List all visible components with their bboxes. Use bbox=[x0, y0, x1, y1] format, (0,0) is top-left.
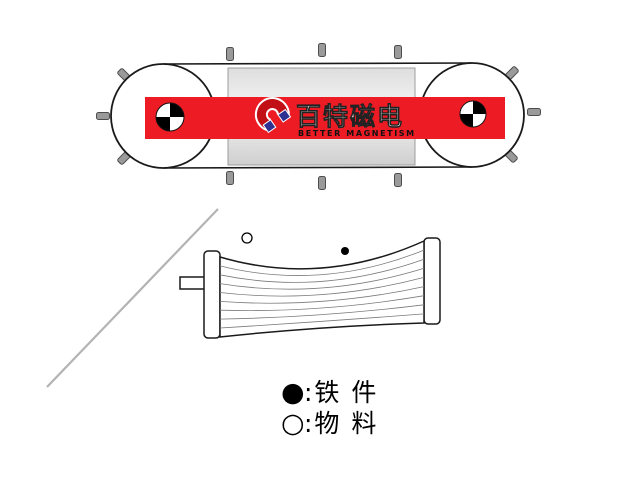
cleat-tab bbox=[96, 112, 110, 120]
cleat-tab bbox=[318, 176, 326, 190]
legend-item: ○ :物 料 bbox=[281, 408, 378, 439]
belt-top-line bbox=[162, 62, 473, 65]
cleat-tab bbox=[226, 171, 234, 185]
roller-right-flange bbox=[423, 237, 441, 325]
iron-dot bbox=[341, 247, 349, 255]
cleat-tab bbox=[527, 108, 541, 116]
roller-slat-line bbox=[219, 286, 425, 304]
roller-slat-line bbox=[219, 249, 425, 276]
chute-line bbox=[46, 208, 219, 388]
roller-slat-line bbox=[219, 295, 425, 311]
cleat-tab bbox=[394, 173, 402, 187]
legend-label-iron: :铁 件 bbox=[304, 378, 378, 407]
cleat-tab bbox=[318, 43, 326, 57]
brand-name: 百特磁电 bbox=[296, 102, 404, 131]
registration-mark-left bbox=[155, 102, 185, 132]
legend: ● :铁 件 ○ :物 料 bbox=[281, 377, 378, 439]
roller-left-flange bbox=[203, 250, 221, 339]
legend-symbol-iron: ● bbox=[281, 377, 305, 408]
cleat-tab bbox=[394, 45, 402, 59]
registration-mark-right bbox=[459, 100, 487, 128]
brand-logo: 百特磁电 BETTER MAGNETISM bbox=[254, 97, 416, 138]
cleat-tab bbox=[226, 47, 234, 61]
roller-slat-line bbox=[219, 304, 425, 320]
roller-slat-line bbox=[219, 258, 425, 283]
legend-label-material: :物 料 bbox=[304, 409, 378, 438]
legend-item: ● :铁 件 bbox=[281, 377, 378, 408]
roller-assembly bbox=[179, 232, 441, 339]
material-dot bbox=[241, 232, 253, 244]
belt-bottom-line bbox=[162, 166, 473, 169]
roller-shaft bbox=[179, 276, 206, 290]
roller-slat-line bbox=[219, 277, 425, 297]
roller-body bbox=[219, 239, 425, 338]
brand-banner bbox=[145, 97, 505, 139]
brand-tagline: BETTER MAGNETISM bbox=[298, 129, 416, 138]
conveyor-assembly: 百特磁电 BETTER MAGNETISM bbox=[96, 43, 541, 190]
magnet-icon bbox=[254, 97, 292, 134]
legend-symbol-material: ○ bbox=[281, 408, 305, 439]
roller-slat-line bbox=[219, 313, 425, 329]
roller-slat-line bbox=[219, 267, 425, 290]
